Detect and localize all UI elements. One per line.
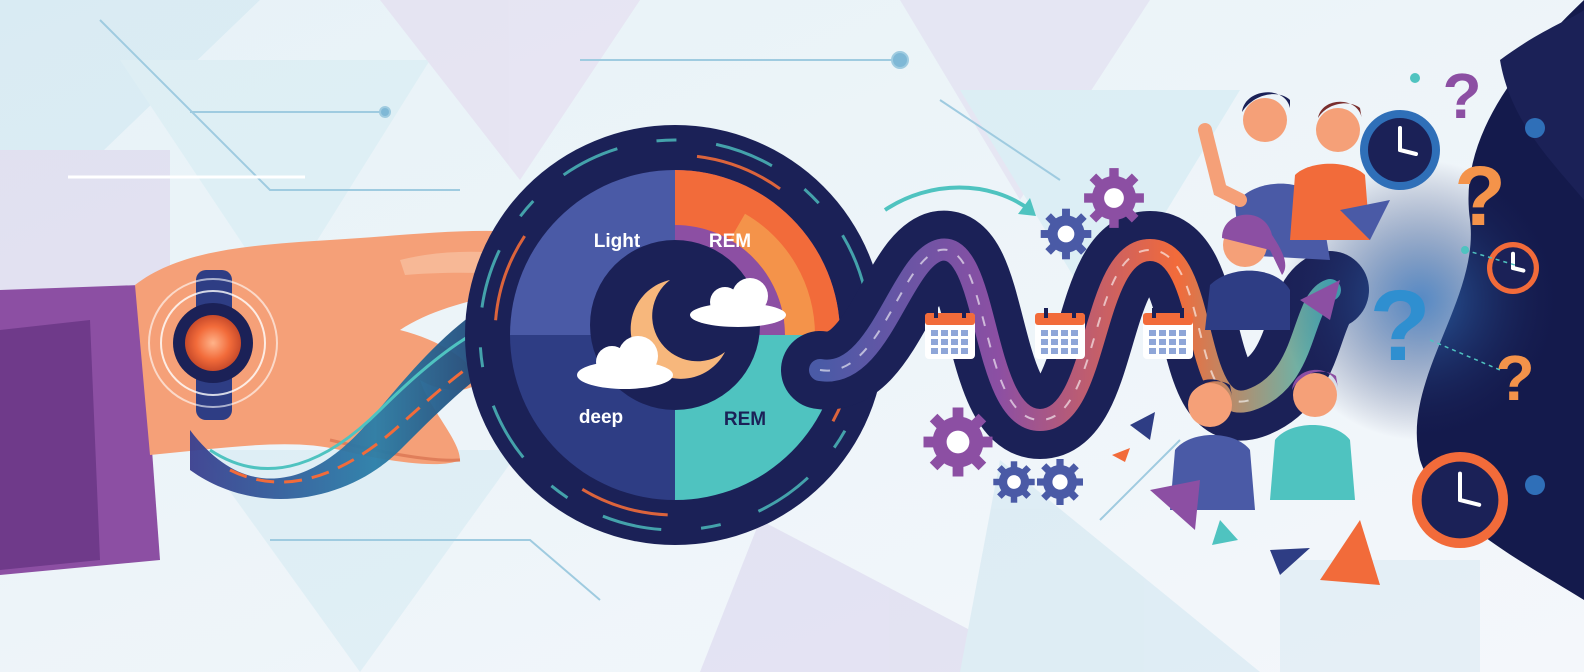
sleeve-shadow [0,320,100,570]
watch-face [185,315,241,371]
circuit-lines [99,19,1181,601]
calendar-icon [1143,308,1193,359]
winding-path [781,185,1369,460]
person-2 [1290,101,1370,240]
gear-icon [1084,168,1144,228]
question-mark-icon: ? [1442,60,1481,132]
wheel-band-light-orange [730,213,815,335]
gear-icon [1037,459,1083,505]
calendar-icon [925,308,975,359]
segment-label-deep: deep [579,407,623,428]
arrow-curve [883,185,1032,212]
clocks [1360,110,1539,548]
clock-icon [1487,242,1539,294]
gears [923,168,1144,505]
arrow-head [1018,198,1036,216]
clock-icon [1412,452,1508,548]
person-3 [1205,214,1290,330]
segment-label-rem-bottom: REM [724,409,766,430]
question-marks: ???? [1369,60,1534,414]
calendar-icon [1035,308,1085,359]
gear-icon [923,407,993,477]
question-mark-icon: ? [1369,270,1430,382]
dark-backdrop-accent [1500,10,1584,200]
moon-and-clouds-icon [577,278,786,389]
person-5 [1270,369,1355,500]
segment-label-rem-top: REM [709,231,751,252]
network-dots [1410,73,1545,495]
smartwatch [148,270,278,420]
segment-label-light: Light [594,231,641,252]
gear-icon [1040,208,1092,260]
question-mark-icon: ? [1454,149,1505,243]
calendars [925,308,1193,359]
gear-icon [993,461,1035,503]
question-mark-icon: ? [1495,342,1534,414]
clock-icon [1360,110,1440,190]
confetti-shapes [1112,200,1390,585]
sleep-wheel: Light REM deep REM [465,125,885,545]
crowd: ???? [1112,60,1560,585]
